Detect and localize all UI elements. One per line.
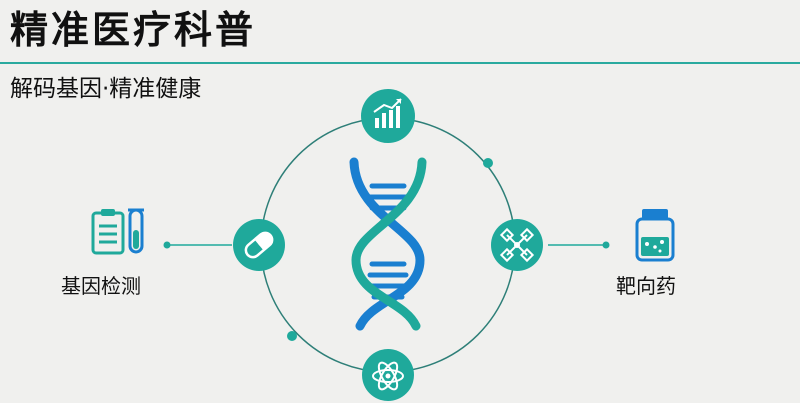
- growth-chart-icon: [361, 89, 415, 143]
- dna-helix-icon: [349, 157, 427, 331]
- title-divider: [0, 62, 800, 64]
- clipboard-test-tube-icon: [91, 208, 144, 255]
- medicine-bottle-icon: [635, 209, 675, 262]
- capsule-pill-icon: [233, 219, 285, 271]
- molecule-structure-icon: [491, 219, 543, 271]
- orbit-dot: [287, 331, 297, 341]
- connector-dot: [602, 241, 610, 249]
- page-subtitle: 解码基因·精准健康: [10, 76, 202, 102]
- targeted-drug-label: 靶向药: [616, 274, 676, 298]
- connector-dot: [163, 241, 171, 249]
- genetic-testing-label: 基因检测: [61, 274, 141, 298]
- orbit-ring: [260, 117, 516, 373]
- atom-icon: [362, 349, 414, 401]
- page-title: 精准医疗科普: [10, 8, 257, 52]
- orbit-dot: [483, 158, 493, 168]
